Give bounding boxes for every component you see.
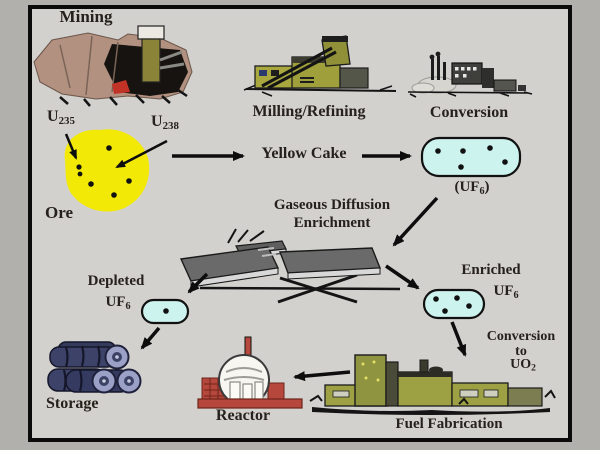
label-enriched: Enriched <box>461 262 521 278</box>
fuel-fabrication-illustration <box>309 354 556 415</box>
flow-arrows <box>64 133 467 382</box>
mining-illustration <box>33 25 193 107</box>
label-depleted-uf6: UF6 <box>105 294 131 312</box>
ore-blob <box>64 129 150 212</box>
label-uf6-paren: (UF6) <box>454 179 490 197</box>
label-u238: U238 <box>151 113 179 133</box>
arrow-uf6-to-enrichment <box>392 196 439 247</box>
label-reactor: Reactor <box>215 407 271 424</box>
depleted-uf6-capsule <box>140 298 190 325</box>
uf6-capsule <box>420 136 522 178</box>
arrow-fuelfab-to-reactor <box>293 370 351 382</box>
label-milling-refining: Milling/Refining <box>252 103 366 120</box>
label-enrichment: Enrichment <box>293 215 371 231</box>
arrow-u238-to-ore <box>115 139 168 169</box>
label-yellow-cake: Yellow Cake <box>261 145 347 162</box>
reactor-illustration <box>197 336 303 409</box>
conversion-illustration <box>407 51 533 98</box>
label-conversion-to-uo2-line1: Conversion <box>486 329 556 344</box>
label-conversion: Conversion <box>429 104 509 121</box>
label-fuel-fabrication: Fuel Fabrication <box>395 416 503 432</box>
label-conversion-to-uo2-line3: UO2 <box>510 357 536 374</box>
label-ore: Ore <box>45 203 74 222</box>
arrow-depleted-to-storage <box>140 326 161 350</box>
label-depleted: Depleted <box>87 273 145 289</box>
label-gaseous-diffusion: Gaseous Diffusion <box>273 197 391 213</box>
enriched-uf6-capsule <box>422 288 486 320</box>
arrow-enriched-to-fuelfab <box>450 321 467 357</box>
label-enriched-uf6: UF6 <box>493 283 519 301</box>
milling-illustration <box>243 35 397 97</box>
label-mining: Mining <box>59 7 113 26</box>
enrichment-plant-illustration <box>179 228 401 304</box>
label-conversion-to-uo2-line2: to <box>515 344 527 359</box>
arrow-enrichment-to-enriched <box>385 264 420 290</box>
arrow-u235-to-ore <box>64 133 78 160</box>
arrow-enrichment-to-depleted <box>187 272 209 294</box>
storage-barrels-illustration <box>47 341 142 394</box>
label-u235: U235 <box>47 108 75 128</box>
label-storage: Storage <box>46 395 99 412</box>
